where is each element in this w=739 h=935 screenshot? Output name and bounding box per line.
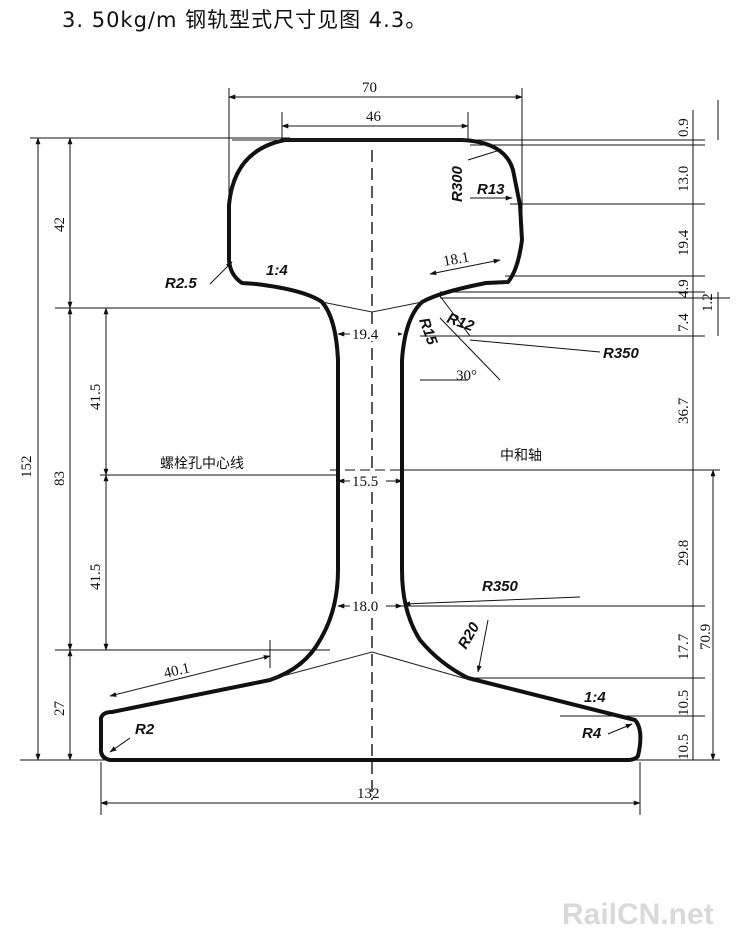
r2-leader	[109, 737, 131, 753]
dim-40-1-line	[109, 655, 271, 697]
radius-r20: R20	[455, 619, 484, 652]
dim-18-1: 18.1	[442, 250, 471, 270]
dim-15-5-web: 15.5	[352, 474, 378, 490]
dim-19-4-web: 19.4	[352, 327, 379, 343]
dim-41-5-lower: 41.5	[88, 564, 104, 590]
dim-29-8: 29.8	[676, 540, 692, 566]
dim-152: 152	[19, 456, 35, 479]
radius-r2: R2	[135, 721, 155, 738]
foot-top-line	[267, 651, 471, 681]
dim-13-0: 13.0	[676, 166, 692, 192]
dim-46: 46	[366, 109, 382, 125]
dim-0-9: 0.9	[676, 118, 692, 137]
dim-70: 70	[362, 80, 377, 96]
dim-7-4: 7.4	[676, 313, 692, 332]
angle-30: 30°	[456, 368, 477, 384]
dim-19-4-right: 19.4	[676, 229, 692, 256]
radius-r2-5: R2.5	[165, 275, 197, 292]
dim-17-7: 17.7	[676, 633, 692, 660]
watermark-logo: RailCN.net	[562, 898, 714, 931]
dim-18-0-web: 18.0	[352, 599, 378, 615]
dim-132: 132	[357, 786, 380, 802]
radius-r13: R13	[477, 181, 505, 198]
dim-10-5-upper: 10.5	[676, 690, 692, 716]
right-extension-lines	[402, 139, 730, 761]
dim-27: 27	[52, 701, 68, 717]
r12-leader	[439, 295, 471, 337]
r4-leader	[607, 723, 633, 735]
dim-70-9: 70.9	[698, 624, 714, 650]
dim-4-9: 4.9	[676, 279, 692, 298]
dim-40-1: 40.1	[162, 660, 191, 681]
r350-web-leader	[403, 596, 581, 607]
radius-r12: R12	[445, 310, 477, 336]
dim-36-7: 36.7	[676, 397, 692, 424]
bolt-hole-centerline-label: 螺栓孔中心线	[160, 456, 244, 472]
angle-ray	[439, 317, 501, 381]
radius-r300: R300	[449, 165, 466, 202]
radius-r350-web: R350	[482, 578, 519, 595]
dim-18-1-line	[429, 258, 501, 276]
slope-head-left: 1:4	[266, 262, 288, 279]
dim-1-2: 1.2	[700, 293, 716, 312]
r300-leader	[467, 149, 501, 161]
right-dim-lines	[692, 100, 719, 761]
dim-42: 42	[52, 217, 68, 232]
radius-r4: R4	[582, 725, 602, 742]
r2-5-leader	[209, 261, 233, 285]
slope-foot-right: 1:4	[584, 689, 606, 706]
dim-41-5-upper: 41.5	[88, 384, 104, 410]
neutral-axis-label: 中和轴	[500, 448, 542, 464]
radius-r350-top: R350	[603, 345, 640, 362]
r20-leader	[476, 619, 489, 673]
dim-83: 83	[52, 471, 68, 486]
r350-top-leader	[469, 339, 601, 353]
radius-r15: R15	[415, 316, 441, 348]
figure-caption: 3. 50kg/m 钢轨型式尺寸见图 4.3。	[62, 8, 428, 32]
dim-10-5-lower: 10.5	[676, 734, 692, 760]
